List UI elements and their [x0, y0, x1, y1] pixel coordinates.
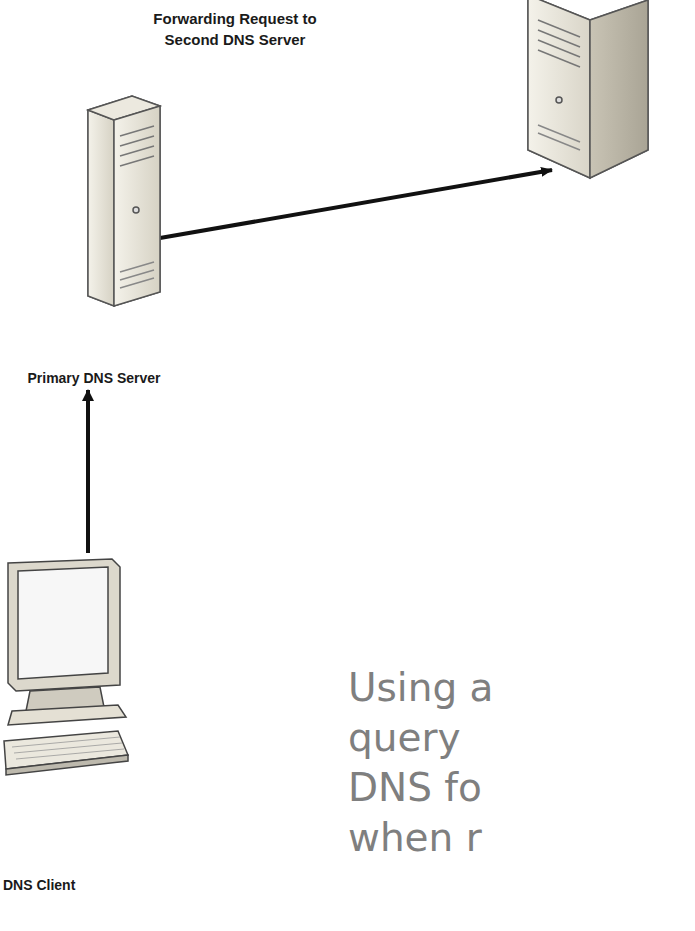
slide-text: DNS fo: [348, 765, 482, 811]
slide-text: Using a: [348, 665, 493, 711]
request-arrow: [86, 390, 90, 553]
arrow-caption: Forwarding Request to Second DNS Server: [147, 8, 323, 50]
node-label: DNS Client: [0, 877, 130, 893]
computer-icon: [0, 555, 130, 795]
server-icon: [2, 92, 186, 364]
slide-text: when r: [348, 815, 482, 861]
forward-arrow: [160, 170, 552, 238]
slide-text: query: [348, 715, 461, 761]
client-node: DNS Client: [0, 555, 130, 893]
node-label: Primary DNS Server: [2, 370, 186, 386]
server-node: Primary DNS Server: [2, 92, 186, 386]
second-server-icon: [528, 0, 648, 178]
